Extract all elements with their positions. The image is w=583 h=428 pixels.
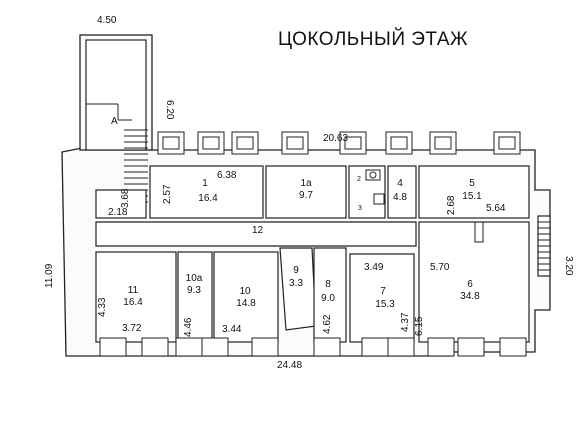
wc-room [348,165,386,219]
corridor [95,221,417,247]
room-number: 1а [300,178,312,189]
dim-5-70: 5.70 [430,262,450,273]
dim-2-68: 2.68 [446,195,457,215]
sink-fixture [373,193,385,205]
room-6 [418,221,530,343]
column [474,221,484,243]
room-number: 4 [397,178,403,189]
room-area: 15.3 [375,299,395,310]
dim-6-15: 6.15 [414,316,425,336]
room-number: 8 [325,279,331,290]
dim-3-72: 3.72 [122,323,142,334]
dim-6-20: 6.20 [164,100,175,120]
dim-5-64: 5.64 [486,203,506,214]
room-1 [149,165,264,219]
dim-3-68: 3.68 [120,188,131,208]
room-labels: 1 16.4 1а 9.7 4 4.8 5 15.1 6 34.8 7 15.3… [123,178,482,310]
room-10 [213,251,279,343]
dim-20-63: 20.63 [323,133,348,144]
room-area: 9.3 [187,285,201,296]
dim-11-09: 11.09 [44,263,55,288]
plan-title: ЦОКОЛЬНЫЙ ЭТАЖ [278,28,468,50]
dim-2-57: 2.57 [162,184,173,204]
room-area: 15.1 [462,191,482,202]
hall-left [95,189,147,219]
room-11 [95,251,177,343]
room-1a [265,165,347,219]
room-number: 5 [469,178,475,189]
room-5 [418,165,530,219]
room-number: 9 [293,265,299,276]
room-number: 6 [467,279,473,290]
dim-4-62: 4.62 [322,314,333,334]
room-area: 4.8 [393,192,407,203]
toilet-fixture [365,169,381,181]
room-9 [279,247,317,331]
top-windows [157,131,521,155]
room-area: 9.0 [321,293,335,304]
room-area: 34.8 [460,291,480,302]
bottom-windows [99,337,527,357]
dim-4-46: 4.46 [183,317,194,337]
dim-2-18: 2.18 [108,207,128,218]
room-area: 16.4 [198,193,218,204]
dim-3-44: 3.44 [222,324,242,335]
dim-3-20: 3.20 [563,256,574,276]
dim-4-50: 4.50 [97,15,117,26]
dim-12: 12 [252,225,264,236]
stair-label: A [111,116,118,127]
label-3: 3 [358,205,362,212]
dim-24-48: 24.48 [277,360,302,371]
room-number: 11 [128,285,139,296]
room-number: 10 [239,286,251,297]
toilet-bowl [369,171,377,179]
room-area: 9.7 [299,190,313,201]
dim-4-37: 4.37 [400,312,411,332]
room-area: 16.4 [123,297,143,308]
dim-6-38: 6.38 [217,170,237,181]
room-number: 10а [186,273,203,284]
room-7 [349,253,415,343]
room-area: 3.3 [289,278,303,289]
room-number: 1 [202,178,208,189]
stair-well [85,39,147,151]
room-4 [387,165,417,219]
room-area: 14.8 [236,298,256,309]
room-8 [313,247,347,343]
room-number: 7 [380,286,386,297]
right-stair [537,215,551,277]
dim-3-49: 3.49 [364,262,384,273]
dim-4-33: 4.33 [97,297,108,317]
label-2: 2 [357,176,361,183]
